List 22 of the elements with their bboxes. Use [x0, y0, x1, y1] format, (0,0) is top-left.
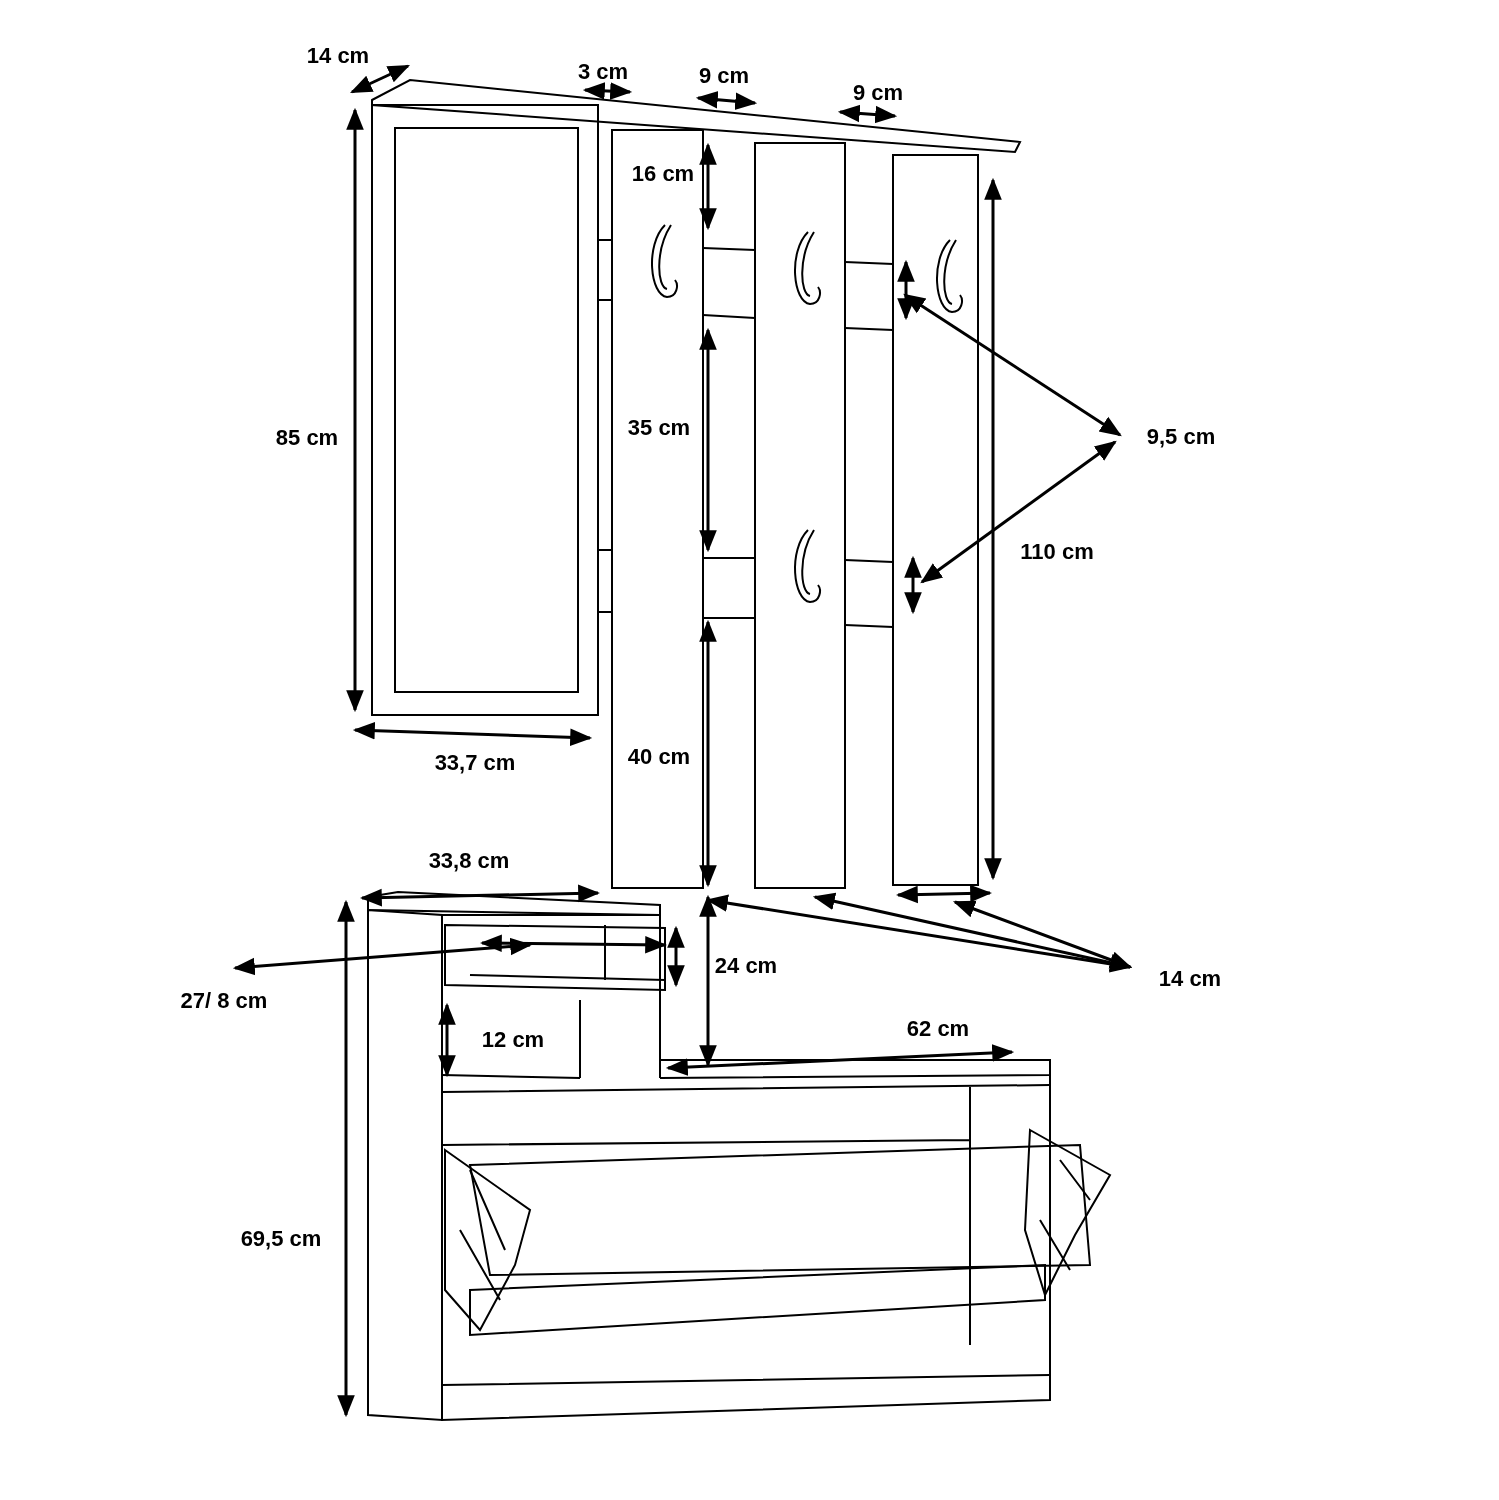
dimension-label: 24 cm	[714, 953, 778, 979]
dimension-label: 3 cm	[577, 59, 629, 85]
dimension-label: 27/ 8 cm	[180, 988, 268, 1014]
dimension-label: 62 cm	[906, 1016, 970, 1042]
leader-line	[903, 293, 1122, 437]
dimension-label: 12 cm	[481, 1027, 545, 1053]
dimension-label: 9 cm	[698, 63, 750, 89]
dimension-label: 16 cm	[631, 161, 695, 187]
leader-line	[952, 900, 1133, 969]
dimension-label: 69,5 cm	[240, 1226, 322, 1252]
dimension-label: 14 cm	[1158, 966, 1222, 992]
dimension-label: 14 cm	[306, 43, 370, 69]
dimension-label: 9,5 cm	[1146, 424, 1216, 450]
dimension-label: 9 cm	[852, 80, 904, 106]
dimension-label: 40 cm	[627, 744, 691, 770]
leader-line	[232, 937, 533, 976]
leader-line	[920, 440, 1117, 584]
dimension-label: 110 cm	[1020, 539, 1094, 565]
dimension-label: 35 cm	[627, 415, 691, 441]
dimension-label: 33,8 cm	[428, 848, 510, 874]
dimension-label: 85 cm	[275, 425, 339, 451]
dimension-label: 33,7 cm	[434, 750, 516, 776]
